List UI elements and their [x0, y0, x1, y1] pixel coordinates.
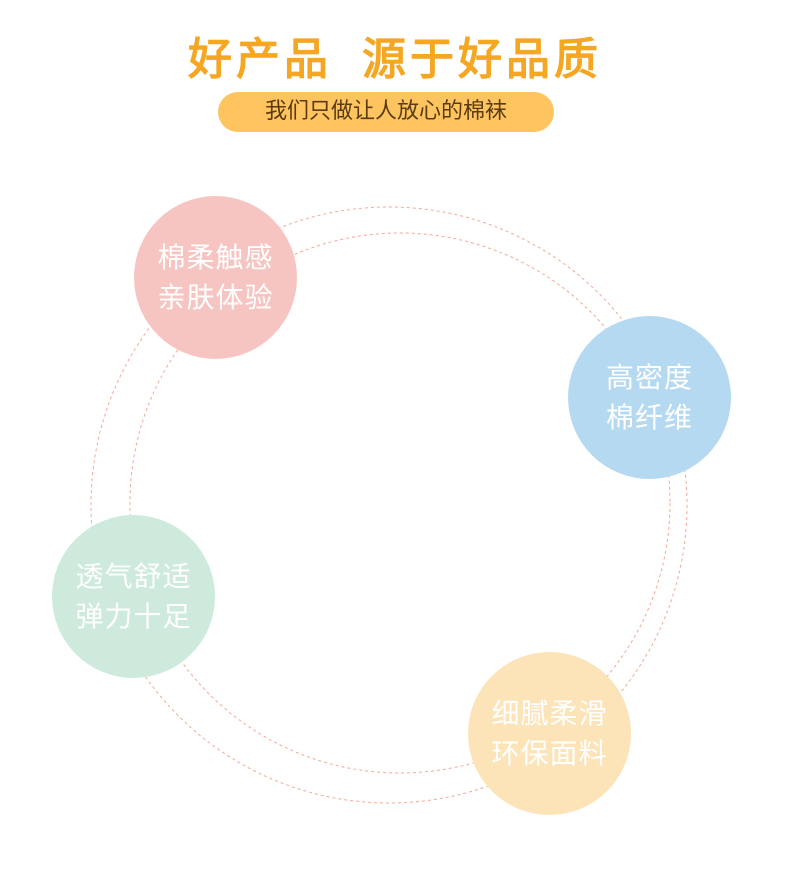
feature-line-1: 透气舒适 [75, 559, 192, 593]
feature-line-2: 亲肤体验 [157, 280, 274, 314]
feature-line-1: 棉柔触感 [157, 240, 274, 274]
feature-line-2: 棉纤维 [605, 400, 693, 434]
title-part-1: 好产品 [188, 34, 332, 85]
subtitle-text: 我们只做让人放心的棉袜 [264, 99, 507, 124]
subtitle-pill: 我们只做让人放心的棉袜 [218, 92, 554, 132]
outer-ring [90, 206, 688, 804]
feature-line-1: 高密度 [605, 360, 693, 394]
feature-line-2: 环保面料 [491, 736, 608, 770]
feature-bubble-high-density: 高密度 棉纤维 [568, 316, 731, 479]
inner-ring [129, 232, 671, 774]
feature-bubble-breathable: 透气舒适 弹力十足 [52, 515, 215, 678]
feature-line-1: 细腻柔滑 [491, 696, 608, 730]
page-title: 好产品源于好品质 [0, 30, 790, 90]
feature-line-2: 弹力十足 [75, 599, 192, 633]
feature-bubble-smooth: 细腻柔滑 环保面料 [468, 652, 631, 815]
title-part-2: 源于好品质 [362, 34, 602, 85]
feature-bubble-soft-touch: 棉柔触感 亲肤体验 [134, 196, 297, 359]
